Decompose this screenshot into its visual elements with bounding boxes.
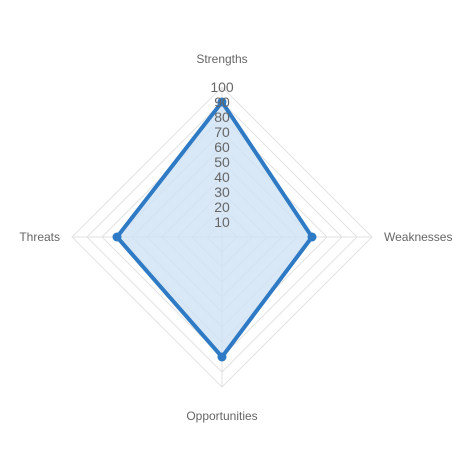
data-point-strengths[interactable] (217, 97, 227, 107)
data-point-opportunities[interactable] (217, 352, 227, 362)
tick-label-60: 60 (214, 139, 230, 155)
tick-label-80: 80 (214, 109, 230, 125)
tick-label-90: 90 (214, 94, 230, 110)
tick-label-50: 50 (214, 154, 230, 170)
tick-label-10: 10 (214, 214, 230, 230)
axis-label-opportunities: Opportunities (186, 409, 257, 423)
tick-label-100: 100 (210, 79, 234, 95)
tick-label-70: 70 (214, 124, 230, 140)
axis-label-weaknesses: Weaknesses (384, 230, 452, 244)
data-point-weaknesses[interactable] (307, 232, 317, 242)
tick-label-20: 20 (214, 199, 230, 215)
tick-label-40: 40 (214, 169, 230, 185)
axis-label-threats: Threats (19, 230, 60, 244)
radar-series (112, 97, 317, 362)
axis-label-strengths: Strengths (196, 52, 247, 66)
data-point-threats[interactable] (112, 232, 122, 242)
tick-label-30: 30 (214, 184, 230, 200)
